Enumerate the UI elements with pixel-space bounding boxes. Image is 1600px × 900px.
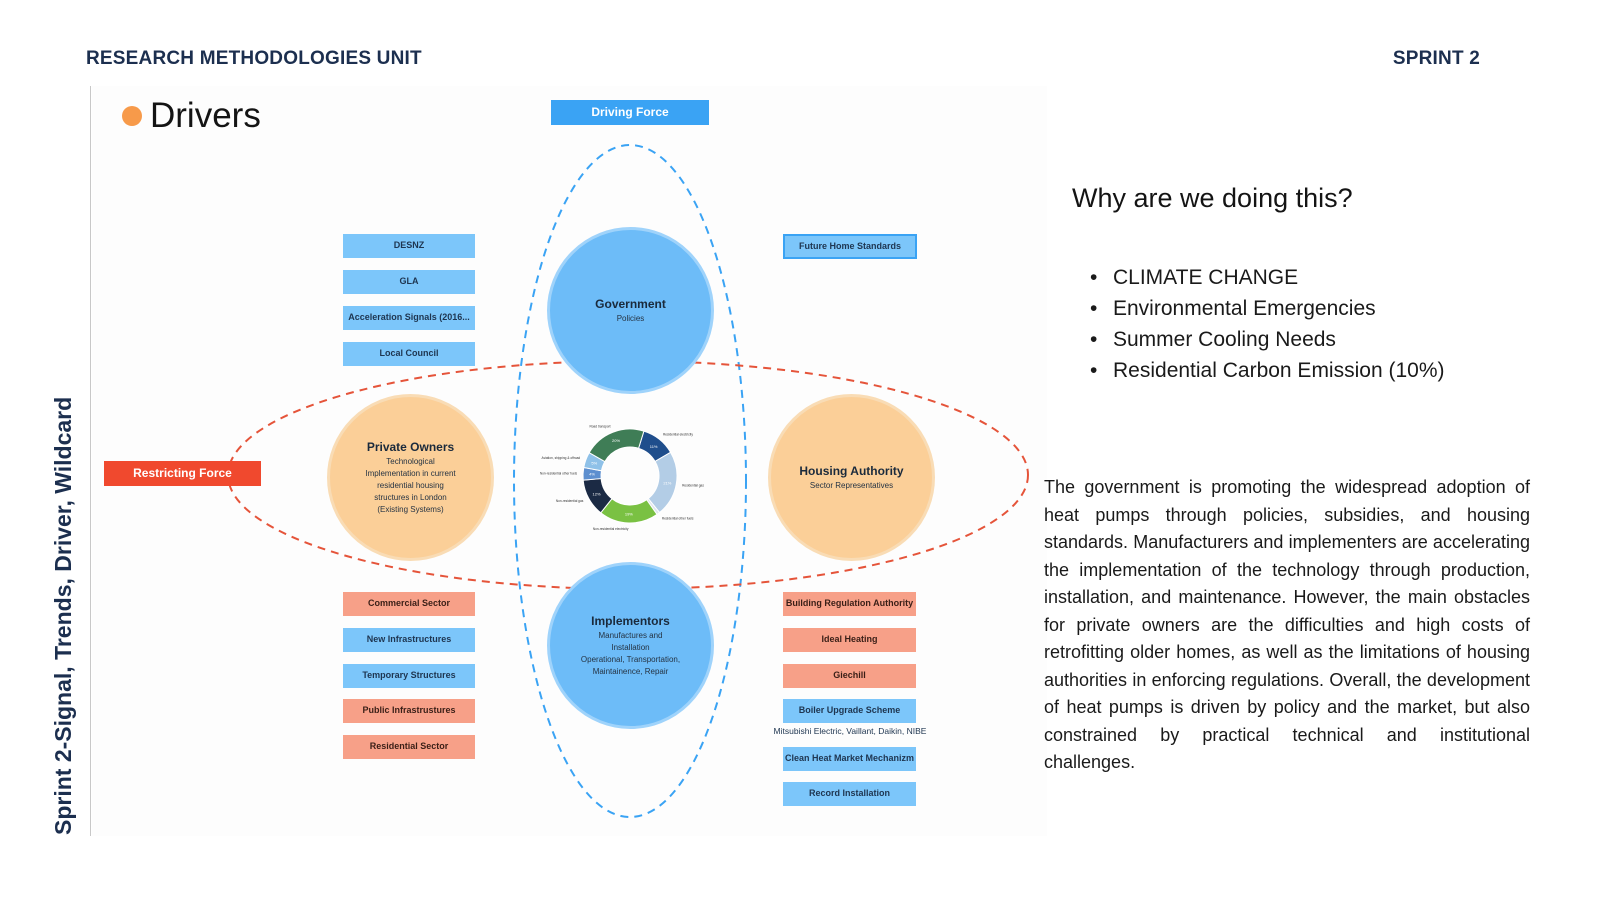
box-giechill: Giechill bbox=[783, 664, 916, 688]
box-temporary-structures: Temporary Structures bbox=[343, 664, 475, 688]
box-ideal-heating: Ideal Heating bbox=[783, 628, 916, 652]
restricting-force-button[interactable]: Restricting Force bbox=[104, 461, 261, 486]
donut-category-label: Non-residential other fuels bbox=[540, 472, 578, 476]
donut-category-label: Road transport bbox=[589, 425, 610, 429]
list-item: Summer Cooling Needs bbox=[1090, 324, 1444, 355]
donut-data-label: 20% bbox=[612, 438, 620, 443]
donut-category-label: Aviation, shipping & offroad bbox=[542, 456, 581, 460]
donut-category-label: Residential other fuels bbox=[662, 516, 694, 520]
box-residential-sector: Residential Sector bbox=[343, 735, 475, 759]
drivers-heading: Drivers bbox=[122, 96, 261, 136]
box-new-infrastructures: New Infrastructures bbox=[343, 628, 475, 652]
orange-dot-icon bbox=[122, 106, 142, 126]
private-owners-title: Private Owners bbox=[366, 439, 455, 454]
drivers-title: Drivers bbox=[150, 96, 261, 135]
donut-data-label: 21% bbox=[663, 480, 671, 485]
private-owners-sub: Technological Implementation in current … bbox=[365, 456, 456, 514]
list-item: Residential Carbon Emission (10%) bbox=[1090, 355, 1444, 386]
unit-title: RESEARCH METHODOLOGIES UNIT bbox=[86, 48, 422, 69]
divider bbox=[90, 86, 91, 836]
box-gla: GLA bbox=[343, 270, 475, 294]
box-desnz: DESNZ bbox=[343, 234, 475, 258]
box-boiler-upgrade-scheme: Boiler Upgrade Scheme bbox=[783, 699, 916, 723]
box-record-installation: Record Installation bbox=[783, 782, 916, 806]
government-title: Government bbox=[595, 296, 666, 311]
donut-category-label: Non-residential electricity bbox=[593, 527, 629, 531]
donut-data-label: 12% bbox=[593, 492, 601, 497]
circle-government: Government Policies bbox=[547, 227, 714, 394]
donut-category-label: Non-residential gas bbox=[556, 499, 584, 503]
box-commercial-sector: Commercial Sector bbox=[343, 592, 475, 616]
implementors-sub: Manufactures and Installation Operationa… bbox=[580, 630, 681, 676]
donut-data-label: 5% bbox=[591, 460, 597, 465]
manufacturers-note: Mitsubishi Electric, Vaillant, Daikin, N… bbox=[773, 725, 927, 736]
reasons-list: CLIMATE CHANGE Environmental Emergencies… bbox=[1090, 262, 1444, 386]
donut-category-label: Residential electricity bbox=[663, 433, 693, 437]
government-sub: Policies bbox=[616, 313, 645, 323]
housing-authority-sub: Sector Representatives bbox=[809, 480, 894, 490]
housing-authority-title: Housing Authority bbox=[799, 463, 904, 478]
list-item: Environmental Emergencies bbox=[1090, 293, 1444, 324]
donut-data-label: 19% bbox=[625, 511, 633, 516]
question-heading: Why are we doing this? bbox=[1072, 183, 1353, 213]
donut-slice bbox=[588, 428, 645, 463]
box-building-regulation-authority: Building Regulation Authority bbox=[783, 592, 916, 616]
box-public-infrastructures: Public Infrastrustures bbox=[343, 699, 475, 723]
circle-housing-authority: Housing Authority Sector Representatives bbox=[768, 394, 935, 561]
circle-private-owners: Private Owners Technological Implementat… bbox=[327, 394, 494, 561]
donut-category-label: Residential gas bbox=[682, 484, 704, 488]
implementors-title: Implementors bbox=[591, 613, 670, 628]
list-item: CLIMATE CHANGE bbox=[1090, 262, 1444, 293]
box-local-council: Local Council bbox=[343, 342, 475, 366]
driving-ellipse bbox=[513, 144, 747, 818]
donut-chart: 11% Residential electricity 21% Residential… bbox=[540, 425, 704, 531]
explanation-paragraph: The government is promoting the widespre… bbox=[1044, 477, 1530, 772]
driving-force-button[interactable]: Driving Force bbox=[551, 100, 709, 125]
circle-implementors: Implementors Manufactures and Installati… bbox=[547, 562, 714, 729]
box-acceleration-signals: Acceleration Signals (2016... bbox=[343, 306, 475, 330]
sprint-label: SPRINT 2 bbox=[1392, 48, 1480, 69]
donut-data-label: 4% bbox=[589, 472, 595, 477]
donut-data-label: 11% bbox=[650, 444, 658, 449]
box-clean-heat-market-mechanism: Clean Heat Market Mechanizm bbox=[783, 747, 916, 771]
box-future-home-standards: Future Home Standards bbox=[783, 234, 917, 259]
